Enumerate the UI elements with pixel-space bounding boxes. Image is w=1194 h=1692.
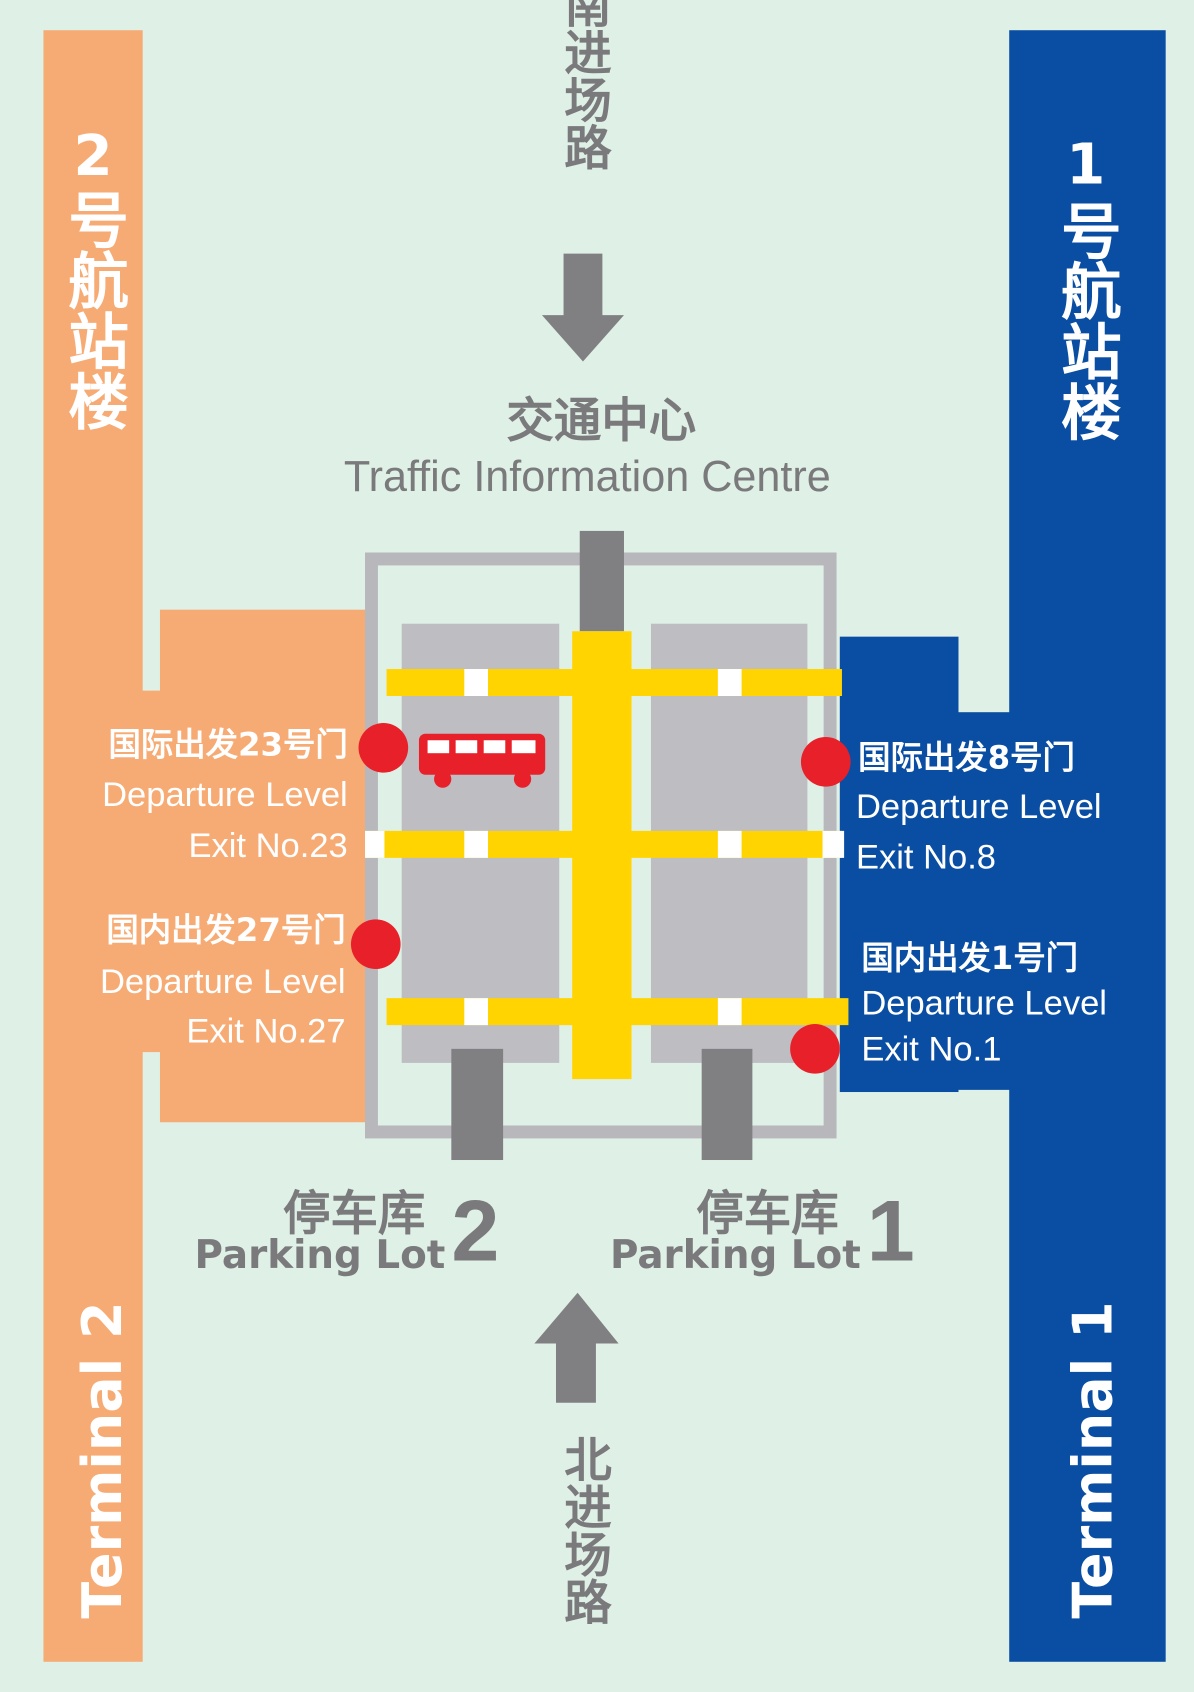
centre-name-en: Traffic Information Centre [344, 453, 831, 501]
terminal-1-name-en: Terminal 1 [1062, 1302, 1125, 1619]
terminal-2-name-cn: 号航站楼 [58, 189, 128, 431]
parking-name-en: Parking Lot [610, 1233, 861, 1278]
walkway [364, 830, 842, 858]
terminal-1-number: 1 [1066, 132, 1105, 197]
parking-name-en: Parking Lot [195, 1233, 446, 1278]
terminal-1-exit-8: 国际出发8号门 Departure Level Exit No.8 [856, 738, 1102, 876]
centre-name-cn: 交通中心 [506, 394, 696, 449]
terminal-2-number: 2 [74, 124, 113, 189]
exit-label-level: Departure Level [100, 963, 346, 1001]
exit-marker-icon[interactable] [800, 737, 851, 787]
terminal-2-wing [159, 609, 365, 1123]
walkways [364, 669, 849, 1026]
crosswalk-marks [364, 669, 845, 1026]
exit-markers [350, 722, 851, 1074]
exit-label-cn: 国内出发1号门 [861, 939, 1078, 977]
terminal-2 [43, 30, 365, 1662]
parking-1-connector [701, 1048, 753, 1161]
exit-label-level: Departure Level [861, 984, 1107, 1022]
parking-lot-2-label: 停车库 Parking Lot 2 [195, 1183, 500, 1279]
arrow-up-icon [534, 1292, 619, 1403]
parking-lot-1-label: 停车库 Parking Lot 1 [610, 1183, 915, 1279]
terminal-1-exit-1: 国内出发1号门 Departure Level Exit No.1 [861, 939, 1107, 1069]
exit-label-level: Departure Level [856, 788, 1102, 826]
parking-name-cn: 停车库 [696, 1187, 838, 1242]
terminal-1-wing [839, 636, 959, 1093]
parking-number: 2 [451, 1183, 499, 1279]
north-road-label: 北进场路 [555, 1435, 611, 1625]
parking-name-cn: 停车库 [283, 1187, 425, 1242]
terminal-1-name-cn: 号航站楼 [1051, 200, 1121, 442]
terminal-2-bar [43, 30, 143, 1662]
exit-marker-icon[interactable] [358, 722, 409, 773]
south-road-label: 南进场路 [555, 0, 611, 171]
walkway [386, 669, 842, 697]
parking-2-connector [451, 1048, 504, 1161]
walkway [386, 998, 849, 1026]
terminal-2-exit-23: 国际出发23号门 Departure Level Exit No.23 [102, 725, 348, 864]
exit-label-number: Exit No.27 [186, 1012, 345, 1050]
terminal-1 [839, 30, 1166, 1662]
terminal-2-exit-27: 国内出发27号门 Departure Level Exit No.27 [100, 911, 346, 1050]
terminal-1-bar [1009, 30, 1166, 1662]
exit-label-cn: 国内出发27号门 [106, 911, 345, 949]
exit-label-cn: 国际出发8号门 [858, 738, 1075, 776]
north-connector [579, 530, 624, 632]
exit-label-number: Exit No.1 [861, 1031, 1001, 1069]
exit-label-number: Exit No.8 [856, 839, 996, 877]
terminal-2-name-en: Terminal 2 [71, 1302, 134, 1619]
arrow-down-icon [541, 253, 624, 362]
exit-label-level: Departure Level [102, 776, 348, 814]
parking-number: 1 [867, 1183, 915, 1279]
exit-marker-icon[interactable] [350, 919, 401, 970]
exit-marker-icon[interactable] [790, 1024, 840, 1074]
terminal-1-link [956, 712, 1013, 1090]
terminal-2-link [140, 690, 163, 1053]
exit-label-cn: 国际出发23号门 [109, 725, 348, 763]
bus-icon [418, 733, 546, 788]
traffic-centre [364, 530, 849, 1161]
exit-label-number: Exit No.23 [188, 827, 347, 865]
